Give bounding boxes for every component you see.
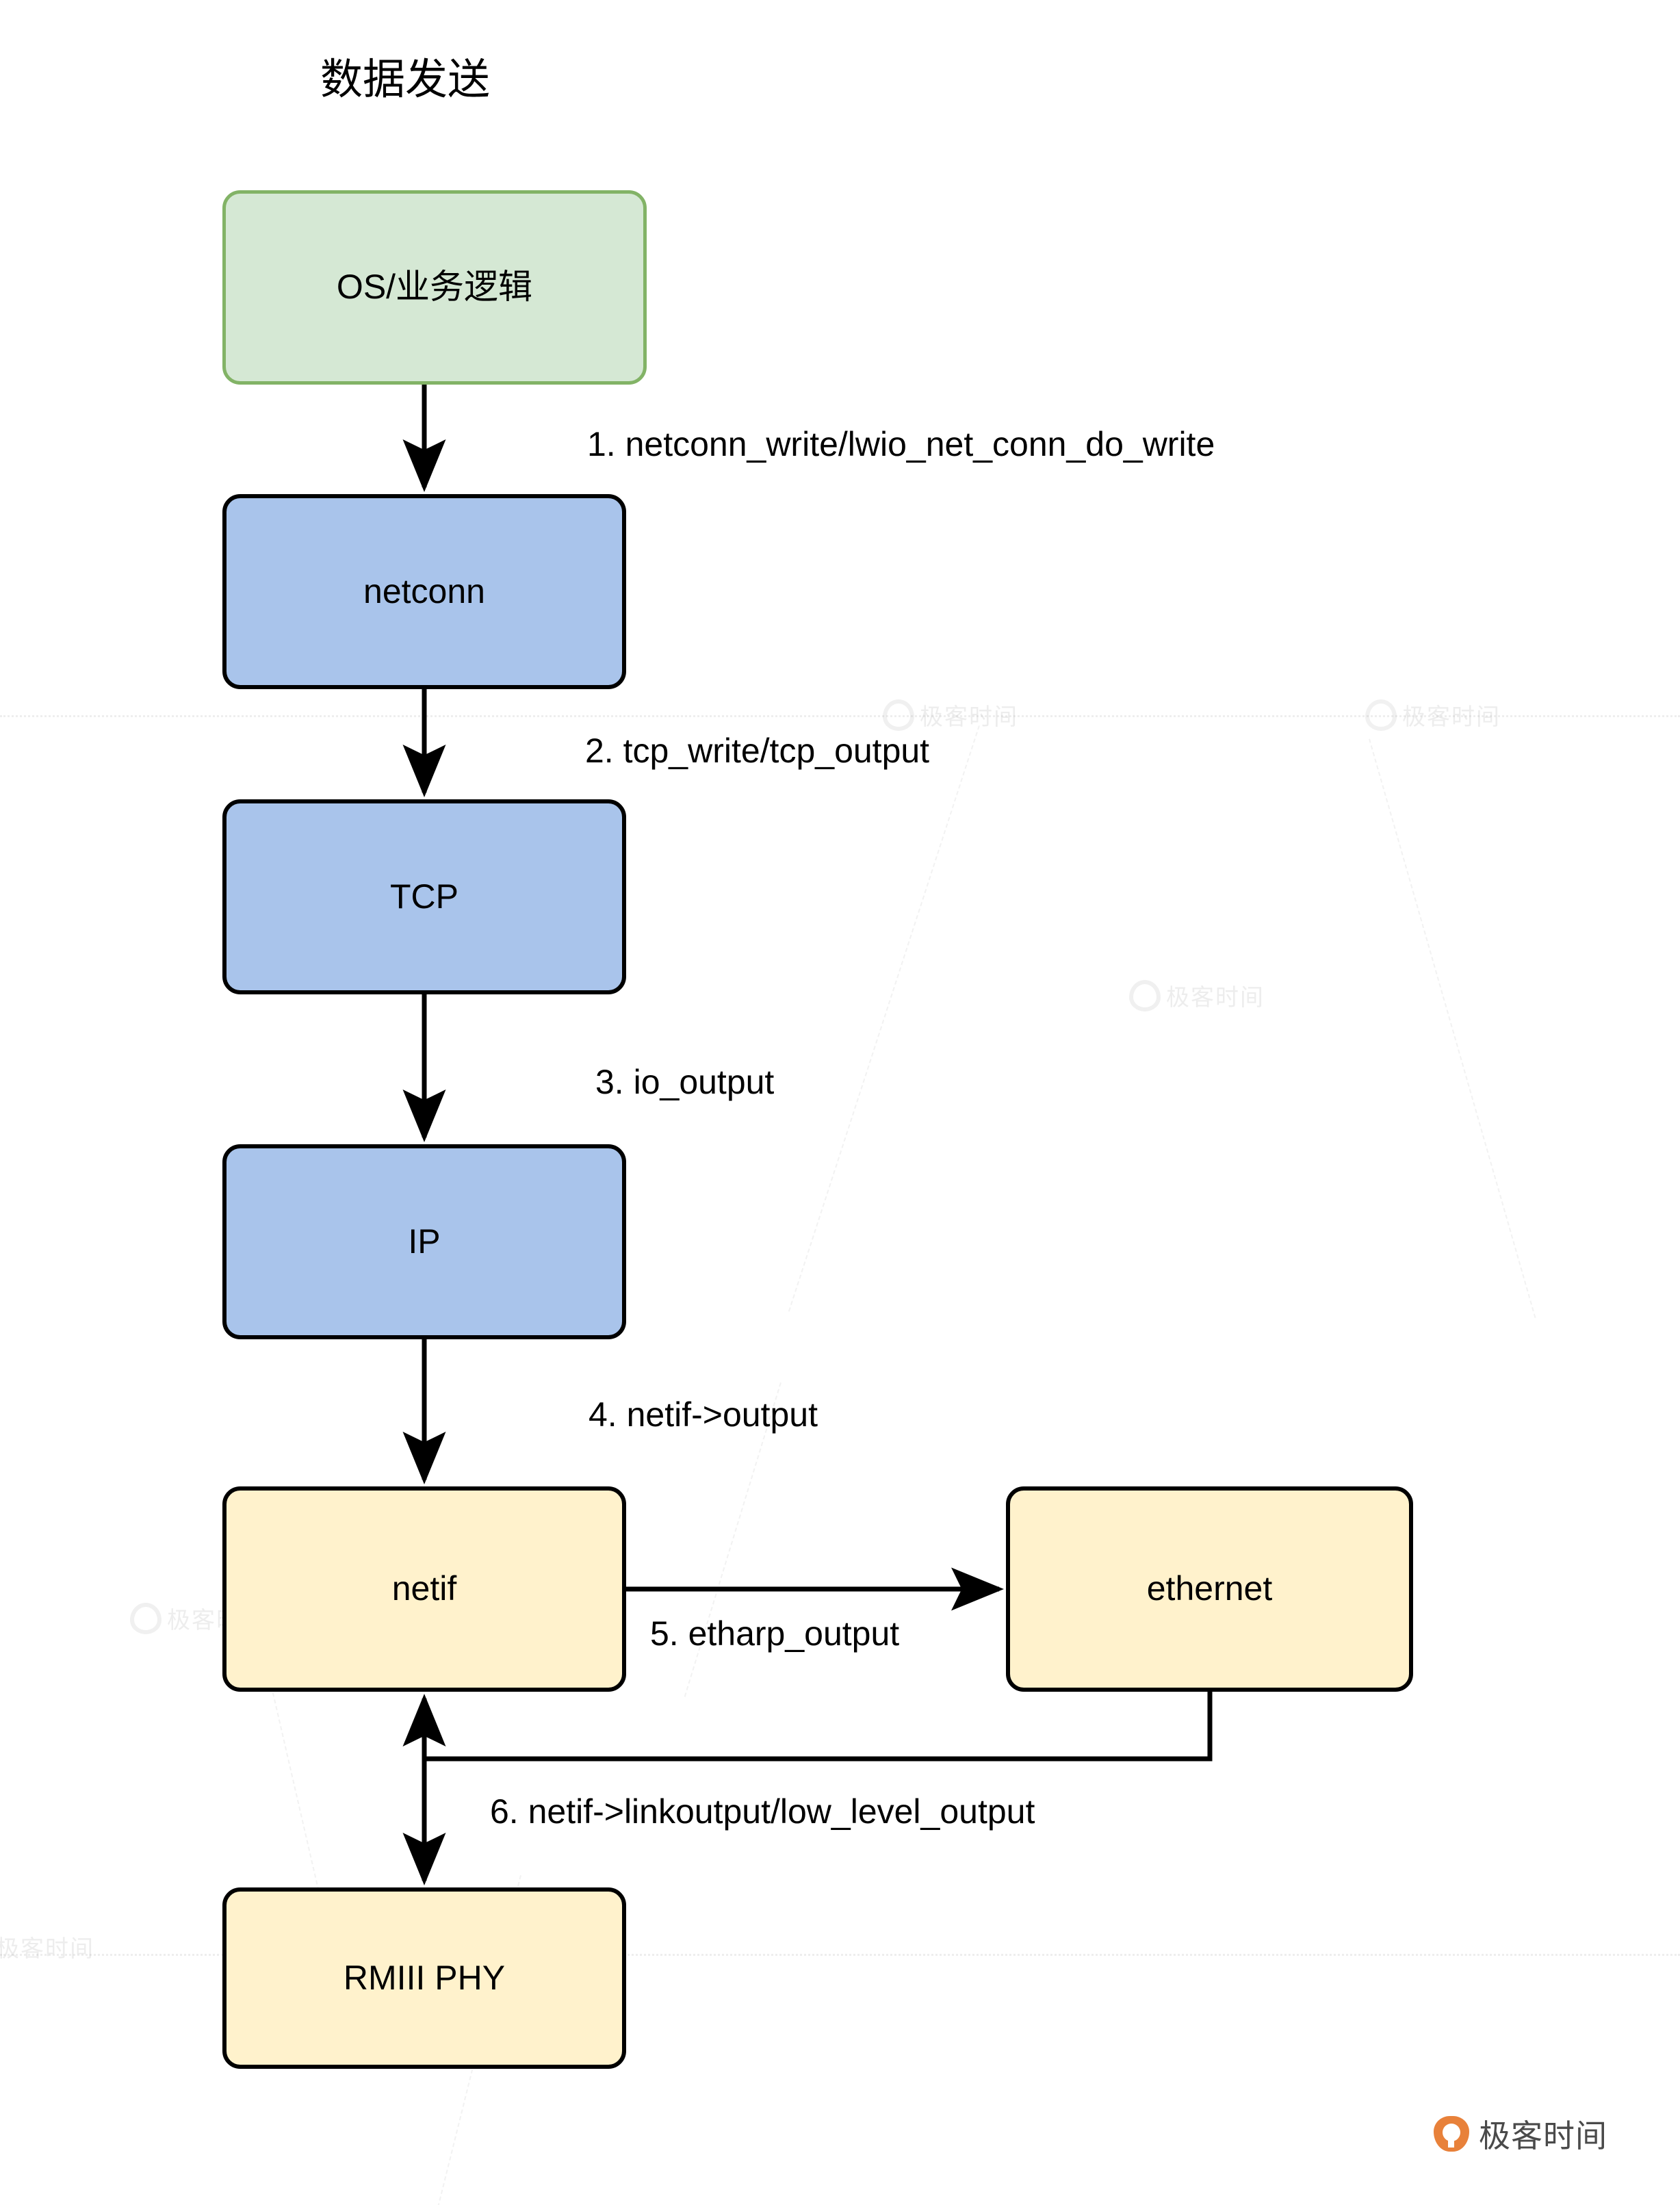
brand-name: 极客时间 bbox=[1479, 2118, 1607, 2154]
edge-label-1: 1. netconn_write/lwio_net_conn_do_write bbox=[587, 425, 1215, 463]
node-ip[interactable]: IP bbox=[222, 1144, 626, 1339]
location-pin-icon bbox=[1434, 2116, 1469, 2152]
node-netconn[interactable]: netconn bbox=[222, 494, 626, 689]
node-netif[interactable]: netif bbox=[222, 1486, 626, 1692]
edge-label-2: 2. tcp_write/tcp_output bbox=[585, 732, 930, 770]
node-label-ip: IP bbox=[408, 1222, 441, 1261]
node-ethernet[interactable]: ethernet bbox=[1006, 1486, 1413, 1692]
node-label-netif: netif bbox=[391, 1569, 457, 1608]
node-rmii-phy[interactable]: RMIII PHY bbox=[222, 1887, 626, 2069]
node-label-netconn: netconn bbox=[363, 571, 485, 610]
edge-label-4: 4. netif->output bbox=[589, 1395, 818, 1434]
node-tcp[interactable]: TCP bbox=[222, 799, 626, 994]
edge-label-6: 6. netif->linkoutput/low_level_output bbox=[490, 1792, 1035, 1831]
edge-label-5: 5. etharp_output bbox=[650, 1614, 900, 1653]
node-label-tcp: TCP bbox=[390, 877, 458, 916]
node-os[interactable]: OS/业务逻辑 bbox=[222, 190, 647, 385]
node-label-os: OS/业务逻辑 bbox=[336, 268, 533, 307]
edge-label-3: 3. io_output bbox=[595, 1063, 775, 1101]
brand-logo: 极客时间 bbox=[1434, 2111, 1607, 2156]
node-label-rmii-phy: RMIII PHY bbox=[343, 1958, 506, 1997]
edge-ethernet-to-netif bbox=[402, 1692, 1213, 1762]
node-label-ethernet: ethernet bbox=[1146, 1569, 1273, 1608]
page-title: 数据发送 bbox=[320, 56, 491, 103]
